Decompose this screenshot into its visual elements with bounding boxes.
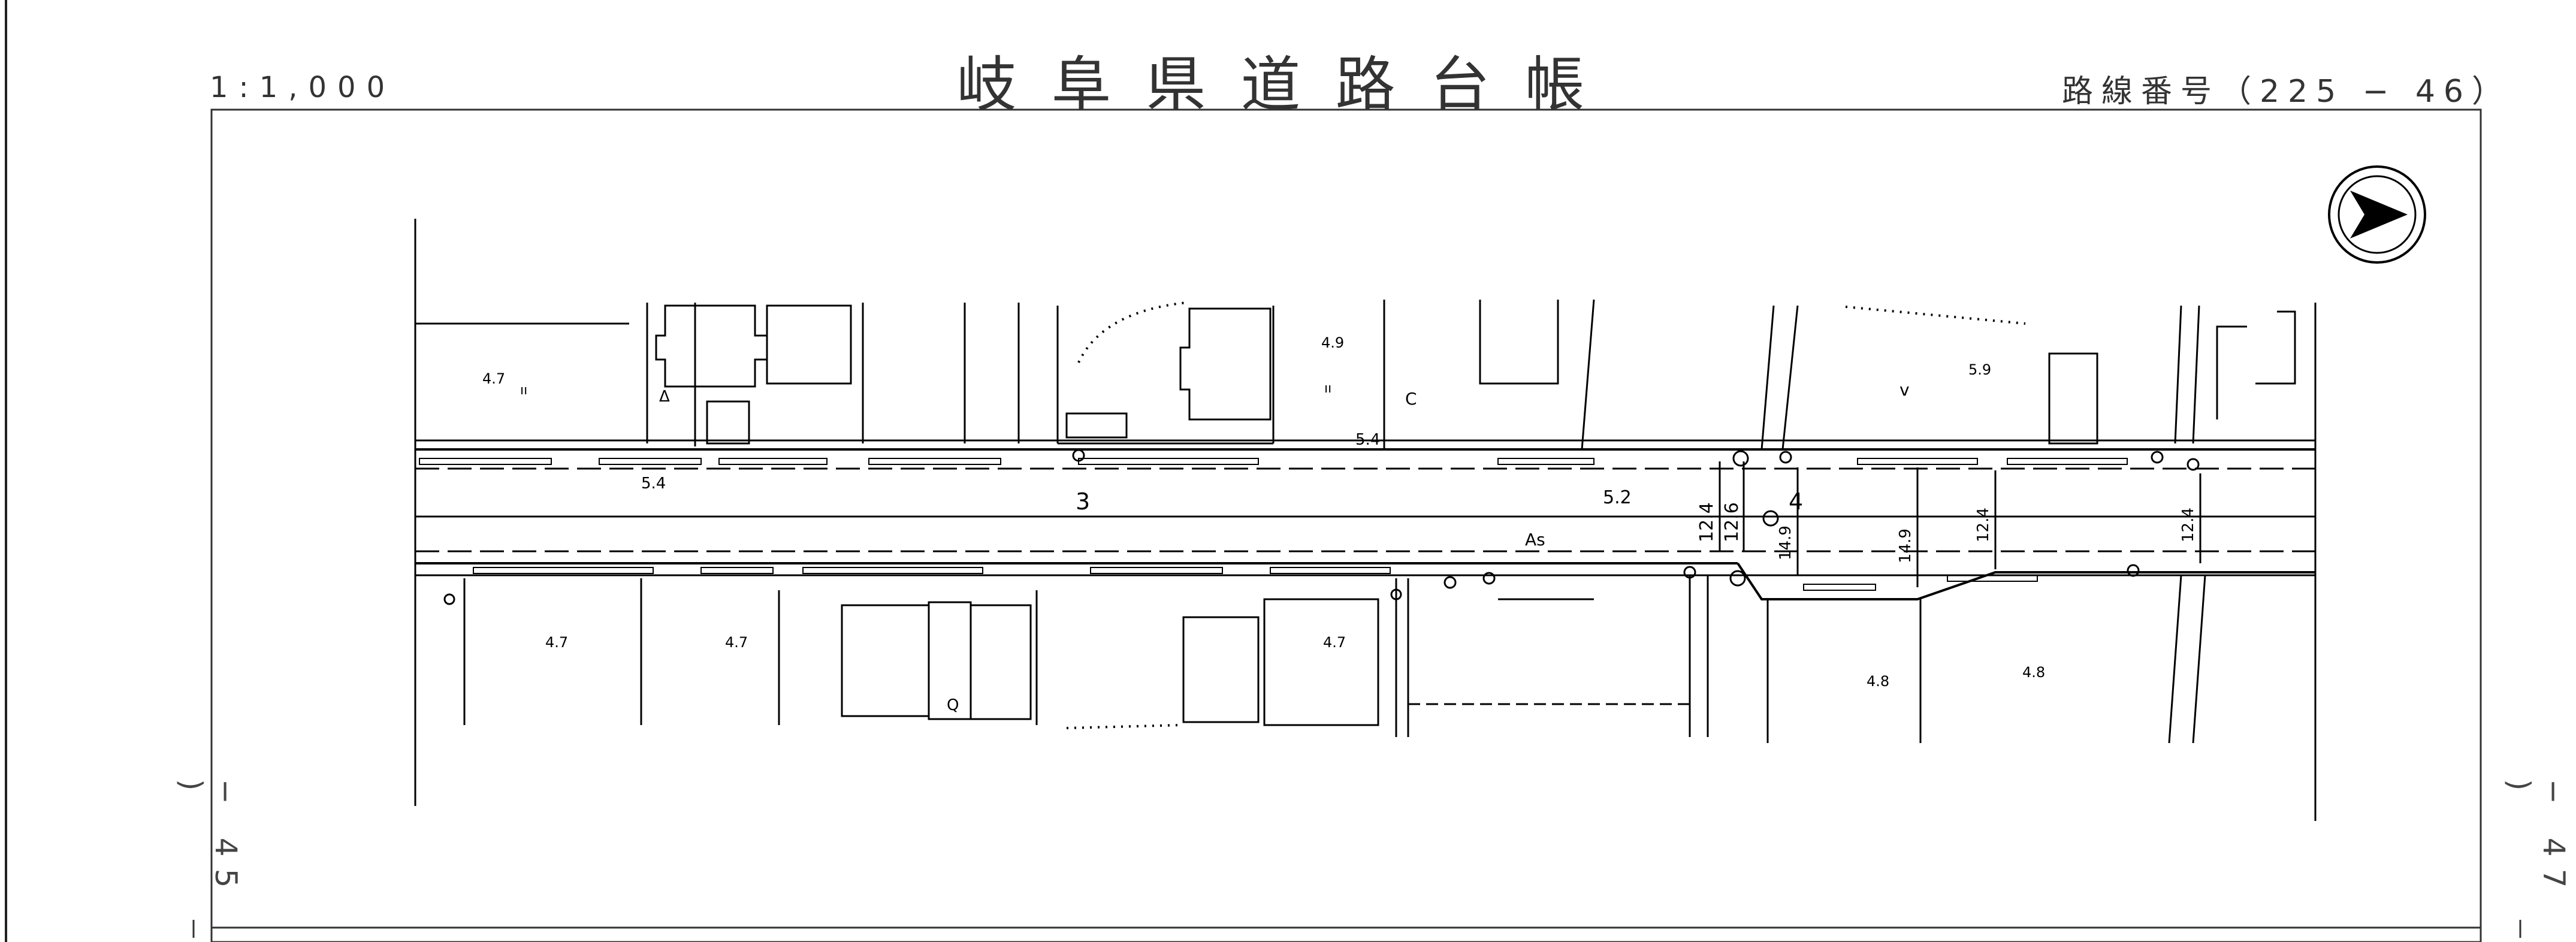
elevation-label: 4.7 — [1323, 634, 1346, 651]
elevation-label: 5.4 — [641, 475, 666, 493]
map-symbol: ıı — [520, 383, 527, 398]
route-number: 路線番号（225 − 46） — [2061, 74, 2511, 110]
map-symbol: Δ — [659, 388, 670, 406]
map-symbol: ıı — [1324, 381, 1331, 396]
map-scale: 1:1,000 — [210, 71, 396, 104]
adjacent-sheet-right: − 47 ) — [2502, 779, 2571, 900]
dotted-boundaries — [1066, 301, 2026, 729]
elevation-label: 4.7 — [725, 634, 748, 651]
road-width-label: 14.9 — [1896, 529, 1914, 563]
sidewalk-strips — [419, 458, 2128, 591]
elevation-label: 4.9 — [1321, 334, 1344, 351]
point-symbols — [443, 449, 2200, 605]
map-symbol: Q — [947, 696, 959, 714]
road-width-label: 12.4 — [1974, 508, 1992, 542]
elevation-label: 4.7 — [482, 370, 505, 387]
elevation-label: 5.4 — [1355, 431, 1380, 449]
elevation-label: 4.8 — [1867, 673, 1889, 690]
map-symbol: C — [1405, 389, 1417, 409]
elevation-label: 5.9 — [1968, 361, 1991, 378]
road-width-label: 12.4 — [1696, 502, 1717, 542]
north-arrow-icon — [2328, 165, 2426, 264]
station-number: 4 — [1789, 488, 1803, 515]
road-width-label: 12.6 — [1722, 502, 1743, 542]
elevation-label: 5.2 — [1603, 487, 1632, 508]
page-title: 岐阜県道路台帳 — [956, 50, 1620, 120]
road-width-label: 14.9 — [1777, 526, 1795, 560]
adjacent-sheet-left: − 45 ) — [174, 779, 243, 900]
road-edges — [415, 439, 2315, 600]
parcels — [415, 299, 2296, 744]
road-width-label: 12.4 — [2179, 508, 2197, 542]
map-frame — [210, 108, 2482, 942]
surface-type-label: As — [1525, 530, 1545, 550]
map-labels: 4.7 4.9 5.9 5.4 5.4 5.2 4.7 4.7 4.7 4.8 … — [482, 334, 2197, 714]
station-number: 3 — [1076, 488, 1090, 515]
elevation-label: 4.8 — [2022, 664, 2045, 681]
map-extent — [414, 219, 2317, 821]
elevation-label: 4.7 — [545, 634, 568, 651]
map-symbol: v — [1899, 380, 1910, 400]
width-dimension-lines — [1719, 461, 2201, 587]
